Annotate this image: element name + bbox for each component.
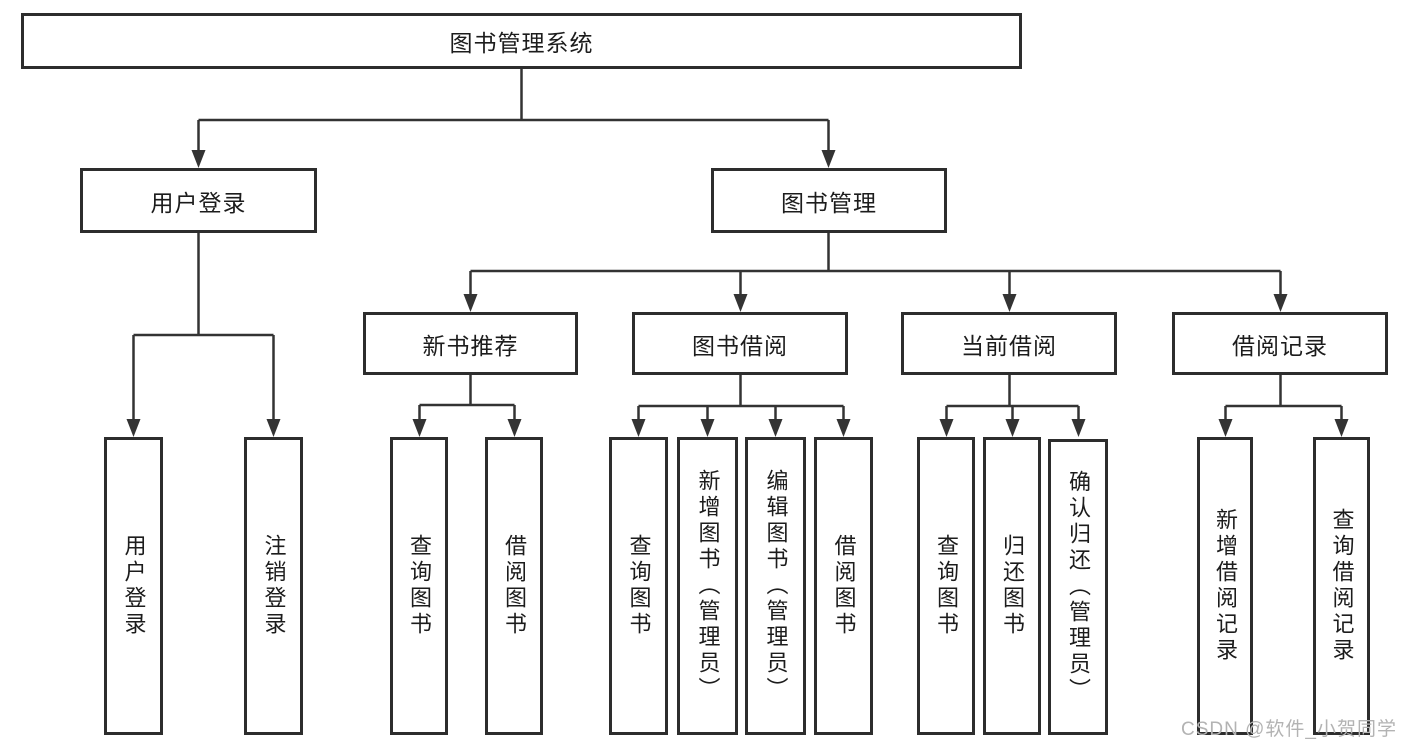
leaf-query-borrow-record-label: 查询借阅记录 (1329, 508, 1355, 664)
leaf-borrow-borrow-books: 借阅图书 (814, 437, 873, 735)
leaf-user-login: 用户登录 (104, 437, 163, 735)
leaf-return-book: 归还图书 (983, 437, 1041, 735)
leaf-return-book-label: 归还图书 (1000, 534, 1025, 638)
node-user-login: 用户登录 (80, 168, 317, 233)
leaf-logout: 注销登录 (244, 437, 303, 735)
leaf-add-borrow-record: 新增借阅记录 (1197, 437, 1253, 735)
csdn-watermark: CSDN @软件_小贺同学 (1181, 719, 1397, 740)
leaf-borrow-query-books-label: 查询图书 (626, 534, 652, 638)
leaf-borrow-borrow-books-label: 借阅图书 (831, 534, 857, 638)
node-new-book-recommend: 新书推荐 (363, 312, 578, 375)
leaf-newbook-query-books: 查询图书 (390, 437, 448, 735)
leaf-newbook-query-books-label: 查询图书 (407, 534, 432, 638)
node-book-borrowing: 图书借阅 (632, 312, 848, 375)
leaf-newbook-borrow-books-label: 借阅图书 (502, 534, 527, 638)
leaf-edit-book-admin: 编辑图书（管理员） (745, 437, 806, 735)
leaf-user-login-label: 用户登录 (121, 534, 147, 638)
node-book-management: 图书管理 (711, 168, 947, 233)
node-current-borrowing: 当前借阅 (901, 312, 1117, 375)
leaf-confirm-return-admin: 确认归还（管理员） (1048, 439, 1108, 735)
leaf-query-borrow-record: 查询借阅记录 (1313, 437, 1370, 735)
arrowhead-icons (126, 150, 1349, 437)
leaf-logout-label: 注销登录 (261, 534, 287, 638)
leaf-add-book-admin: 新增图书（管理员） (677, 437, 738, 735)
leaf-current-query-books-label: 查询图书 (934, 534, 959, 638)
leaf-borrow-query-books: 查询图书 (609, 437, 668, 735)
node-borrowing-records: 借阅记录 (1172, 312, 1388, 375)
leaf-add-borrow-record-label: 新增借阅记录 (1213, 508, 1238, 664)
leaf-current-query-books: 查询图书 (917, 437, 975, 735)
leaf-newbook-borrow-books: 借阅图书 (485, 437, 543, 735)
leaf-add-book-admin-label: 新增图书（管理员） (695, 469, 721, 703)
leaf-edit-book-admin-label: 编辑图书（管理员） (763, 469, 789, 703)
leaf-confirm-return-admin-label: 确认归还（管理员） (1066, 470, 1091, 704)
connector-paths (132, 66, 1343, 422)
root-node-system: 图书管理系统 (21, 13, 1022, 69)
